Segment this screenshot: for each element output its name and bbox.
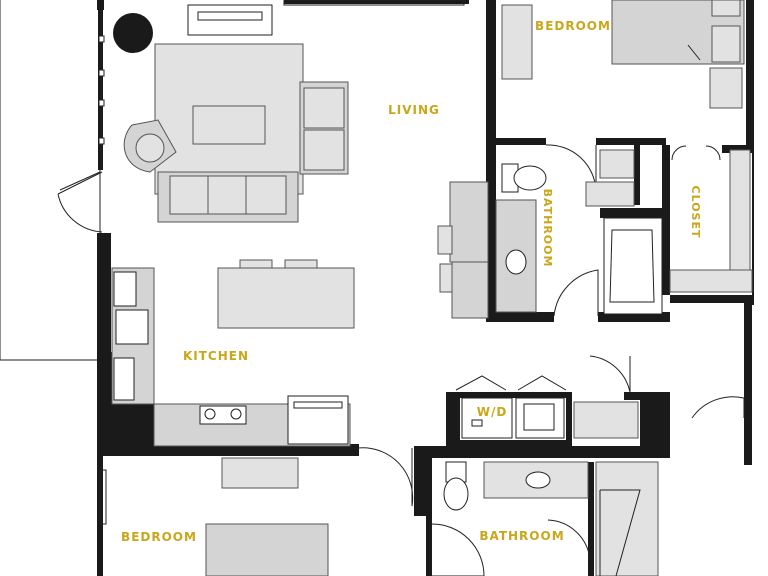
walls [97,0,754,576]
room-label-bedroom-top: BEDROOM [535,19,611,33]
living-furniture [113,13,489,319]
room-label-bathroom-bottom: BATHROOM [479,529,564,543]
bedroom-bottom-furniture [99,457,329,576]
balcony-door [57,171,103,233]
bathroom-bottom-fixtures [431,461,659,576]
room-label-bedroom-bottom: BEDROOM [121,530,197,544]
room-label-living: LIVING [388,103,440,117]
room-label-laundry: W/D [477,405,508,419]
room-label-bathroom-side: BATHROOM [541,189,554,268]
top-window [187,0,465,36]
room-label-kitchen: KITCHEN [183,349,249,363]
laundry-fixtures [455,355,745,439]
bedroom-top-furniture [501,0,745,109]
room-label-closet: CLOSET [689,186,702,239]
bathroom-side-fixtures [495,144,753,317]
kitchen-fixtures [111,259,414,507]
living-window [98,10,105,170]
